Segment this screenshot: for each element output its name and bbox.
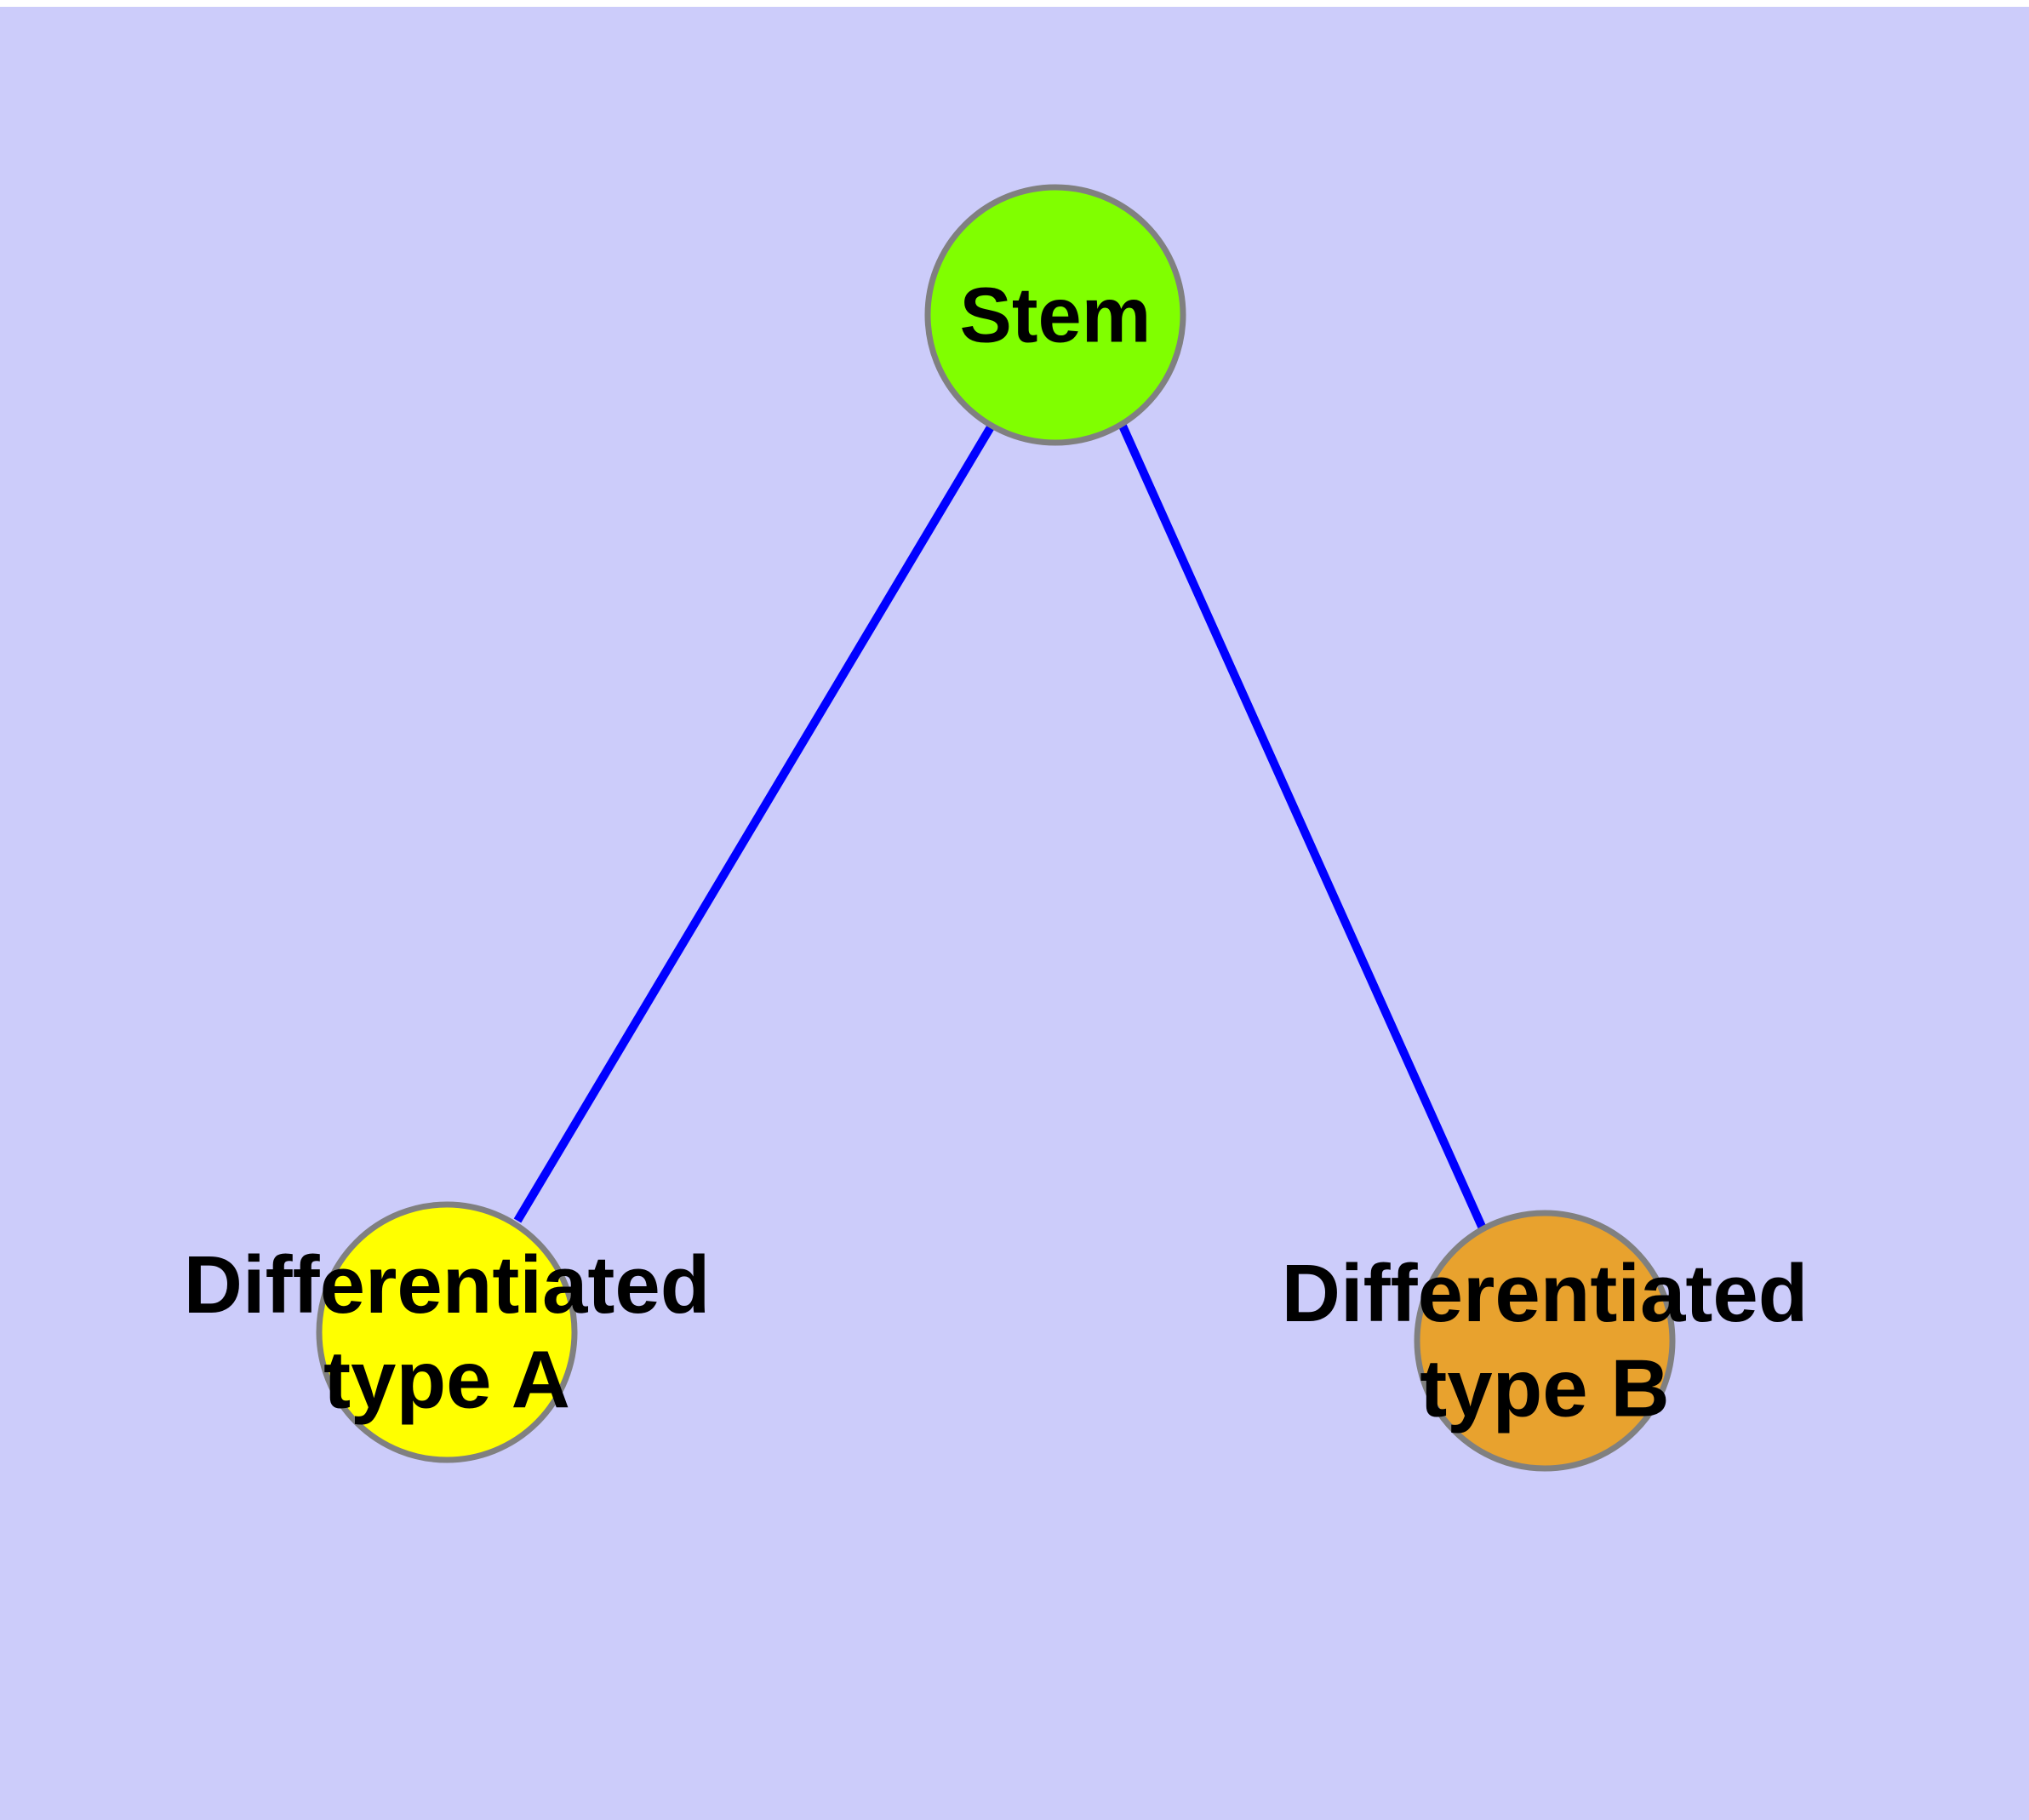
node-stem-circle[interactable] (924, 184, 1186, 446)
edge-stem-to-type-a[interactable] (513, 423, 996, 1223)
node-label-line: Differentiated (1282, 1248, 1809, 1339)
node-stem-label: Stem (960, 272, 1152, 358)
node-stem[interactable]: Stem (924, 184, 1186, 446)
edge-stem-to-type-b[interactable] (1117, 421, 1487, 1231)
node-label-line: Differentiated (184, 1239, 711, 1331)
node-differentiated-type-a-circle[interactable] (316, 1201, 578, 1463)
node-label-line: type A (323, 1334, 570, 1425)
node-differentiated-type-b-circle[interactable] (1414, 1210, 1676, 1472)
node-label-line: type B (1420, 1342, 1669, 1434)
edges-group (513, 421, 1487, 1231)
node-label-line: Stem (960, 272, 1152, 358)
